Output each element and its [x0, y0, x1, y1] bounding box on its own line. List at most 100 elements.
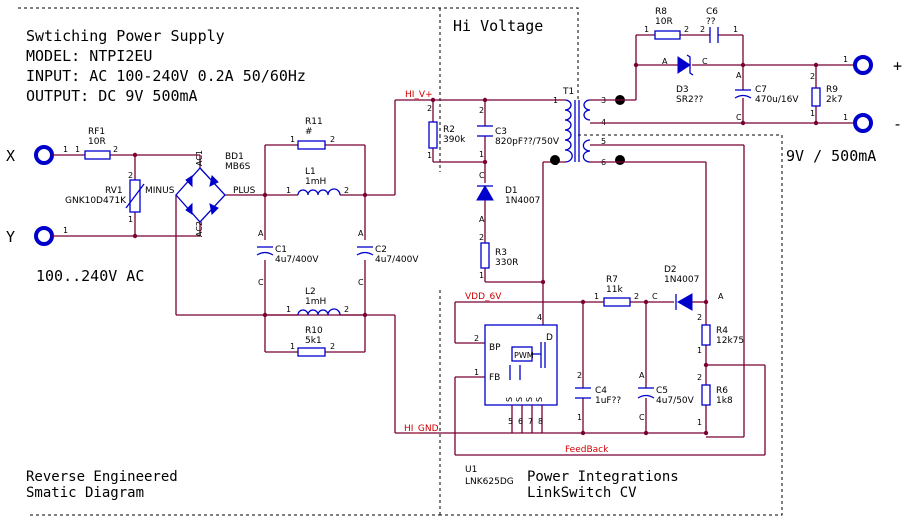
svg-text:#: #: [305, 127, 313, 137]
svg-text:BD1: BD1: [225, 152, 244, 162]
title-block: Swtiching Power Supply MODEL: NTPI2EU IN…: [26, 27, 306, 105]
svg-text:2: 2: [128, 171, 133, 180]
ic-u1: [484, 324, 558, 406]
svg-text:RV1: RV1: [105, 186, 123, 196]
svg-text:5: 5: [508, 417, 513, 426]
bias-wires: [454, 144, 766, 456]
svg-text:C: C: [358, 278, 364, 287]
svg-text:2: 2: [684, 25, 689, 34]
inductor-l1: [297, 188, 341, 196]
svg-text:MINUS: MINUS: [145, 186, 175, 196]
svg-text:4u7/400V: 4u7/400V: [275, 255, 319, 265]
svg-text:A: A: [479, 215, 485, 224]
footer-right-line-1: Power Integrations: [527, 469, 679, 485]
svg-text:C: C: [736, 113, 742, 122]
svg-text:A: A: [736, 71, 742, 80]
svg-text:2: 2: [697, 313, 702, 322]
svg-text:C1: C1: [275, 245, 287, 255]
svg-text:1: 1: [553, 96, 558, 105]
capacitor-c7: [734, 89, 752, 99]
phase-dot-2: [550, 155, 560, 165]
svg-text:2: 2: [330, 342, 335, 351]
svg-text:D: D: [546, 333, 553, 343]
input-wires: [52, 154, 395, 316]
resistor-r2: [428, 121, 438, 149]
svg-text:6: 6: [518, 417, 523, 426]
svg-text:1k8: 1k8: [716, 396, 733, 406]
svg-text:FB: FB: [489, 373, 500, 383]
svg-text:2: 2: [330, 135, 335, 144]
svg-text:11k: 11k: [606, 285, 623, 295]
zone-borders: [18, 7, 783, 516]
svg-text:AC1: AC1: [195, 150, 204, 166]
title-line-4: OUTPUT: DC 9V 500mA: [26, 87, 198, 105]
svg-text:2: 2: [113, 145, 118, 154]
svg-text:S: S: [525, 397, 534, 402]
output-rating-label: 9V / 500mA: [786, 147, 876, 165]
svg-text:1N4007: 1N4007: [664, 275, 699, 285]
svg-text:1: 1: [286, 186, 291, 195]
svg-text:1: 1: [644, 25, 649, 34]
svg-text:C2: C2: [375, 245, 387, 255]
svg-text:1: 1: [290, 342, 295, 351]
svg-text:GNK10D471K: GNK10D471K: [65, 196, 127, 206]
terminal-y: [34, 226, 54, 246]
svg-text:330R: 330R: [495, 258, 518, 268]
svg-text:S: S: [535, 397, 544, 402]
svg-text:1: 1: [474, 368, 479, 377]
capacitor-c6: [709, 27, 719, 43]
resistor-r10: [297, 347, 326, 357]
footer-left-line-2: Smatic Diagram: [26, 485, 144, 501]
svg-text:C: C: [702, 57, 708, 66]
svg-text:4u7/400V: 4u7/400V: [375, 255, 419, 265]
svg-text:1: 1: [290, 135, 295, 144]
svg-text:R2: R2: [443, 125, 455, 135]
svg-text:A: A: [718, 292, 724, 301]
title-line-2: MODEL: NTPI2EU: [26, 47, 152, 65]
svg-text:2: 2: [474, 334, 479, 343]
capacitor-c2: [355, 240, 375, 260]
svg-text:1: 1: [810, 109, 815, 118]
inductor-l2: [297, 308, 341, 316]
svg-text:2: 2: [479, 233, 484, 242]
svg-text:A: A: [258, 229, 264, 238]
title-line-3: INPUT: AC 100-240V 0.2A 50/60Hz: [26, 67, 306, 85]
svg-text:1: 1: [843, 113, 848, 122]
svg-text:390k: 390k: [443, 135, 466, 145]
svg-text:2: 2: [577, 371, 582, 380]
svg-text:5: 5: [601, 137, 606, 146]
output-minus-label: -: [893, 115, 902, 133]
resistor-r6: [701, 384, 711, 406]
svg-text:AC2: AC2: [195, 221, 204, 237]
svg-text:7: 7: [528, 417, 533, 426]
diode-d2: [675, 293, 693, 311]
svg-text:1: 1: [286, 305, 291, 314]
svg-text:R8: R8: [655, 7, 667, 17]
svg-text:R6: R6: [716, 386, 728, 396]
svg-text:1: 1: [479, 150, 484, 159]
svg-text:??: ??: [706, 17, 716, 27]
pi-filter-wires: [264, 100, 396, 433]
footer-left-line-1: Reverse Engineered: [26, 469, 178, 485]
svg-text:D3: D3: [676, 85, 689, 95]
resistor-r4: [701, 324, 711, 346]
svg-text:1: 1: [843, 55, 848, 64]
svg-text:1: 1: [733, 25, 738, 34]
svg-text:PLUS: PLUS: [233, 186, 256, 196]
input-x-label: X: [6, 147, 15, 165]
svg-text:1mH: 1mH: [305, 177, 326, 187]
svg-text:12k75: 12k75: [716, 336, 744, 346]
net-hi-gnd: HI_GND: [404, 424, 439, 434]
svg-text:C: C: [258, 278, 264, 287]
terminal-output-minus: [853, 113, 873, 133]
phase-dot-6: [615, 155, 625, 165]
resistor-r3: [480, 242, 490, 269]
svg-text:10R: 10R: [655, 17, 673, 27]
svg-text:4: 4: [537, 313, 542, 322]
resistor-r7: [603, 297, 631, 307]
svg-text:D2: D2: [664, 265, 677, 275]
svg-text:A: A: [639, 371, 645, 380]
secondary-wires: [590, 34, 855, 124]
bridge-rectifier-bd1: [175, 167, 226, 223]
